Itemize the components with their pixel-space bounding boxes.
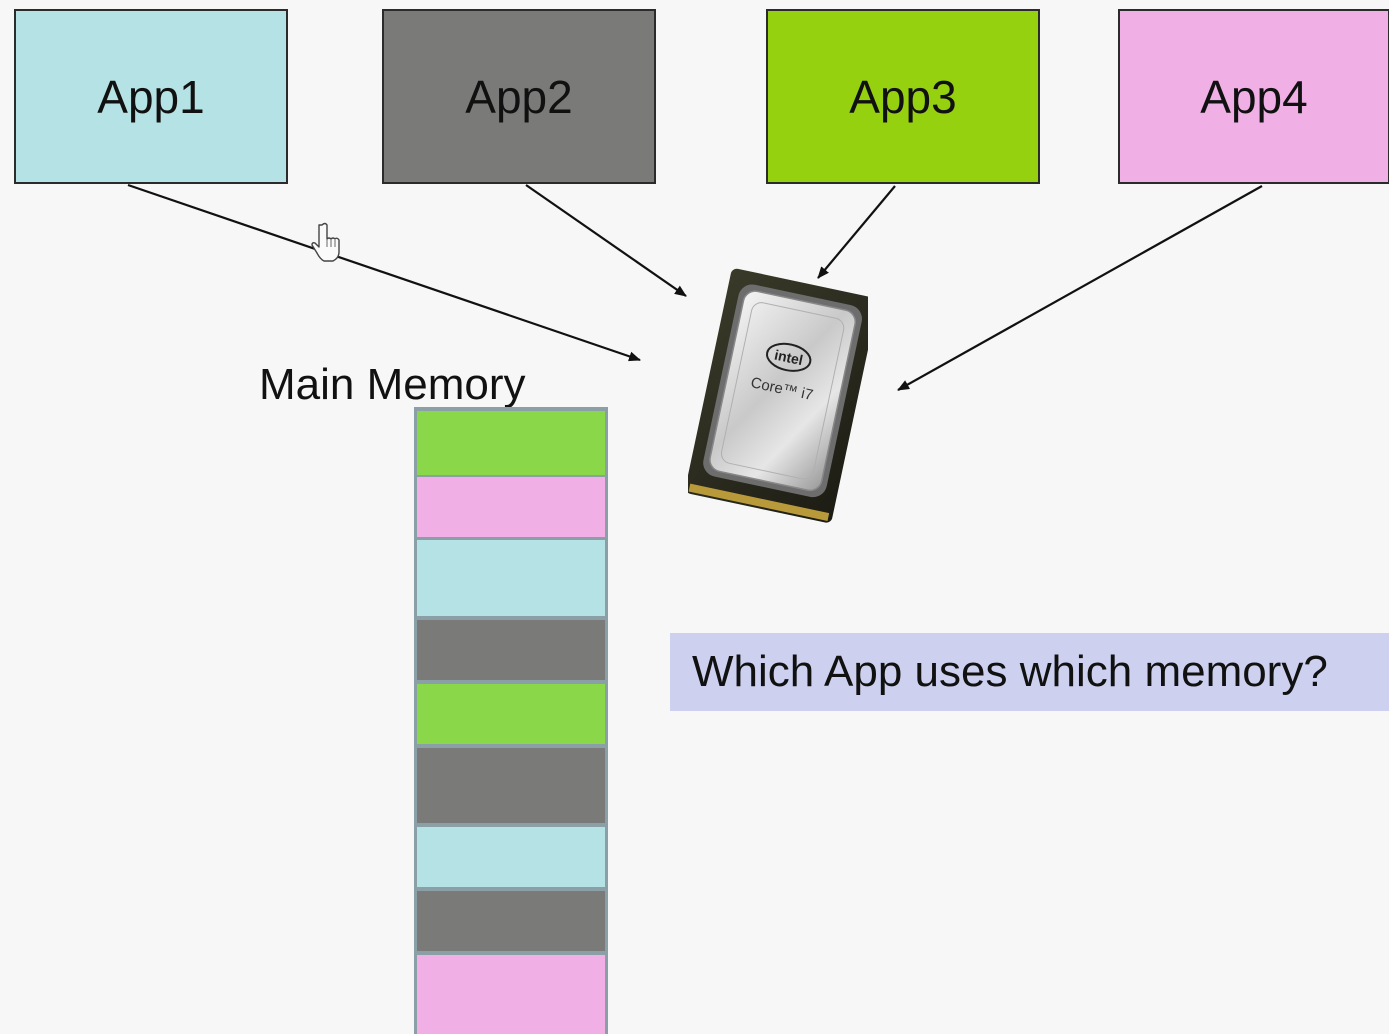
app4-box: App4	[1118, 9, 1389, 184]
app3-box: App3	[766, 9, 1040, 184]
app4-label: App4	[1200, 70, 1308, 123]
memory-block	[417, 684, 605, 744]
app1-box: App1	[14, 9, 288, 184]
memory-block	[417, 827, 605, 887]
memory-title: Main Memory	[259, 360, 526, 409]
memory-block	[417, 891, 605, 951]
cpu-chip-icon: intel Core™ i7	[685, 268, 878, 528]
question-text: Which App uses which memory?	[692, 647, 1328, 696]
app2-box: App2	[382, 9, 656, 184]
question-banner: Which App uses which memory?	[670, 633, 1389, 711]
memory-block	[417, 620, 605, 680]
memory-block	[417, 540, 605, 616]
memory-block	[417, 477, 605, 537]
arrow-app1-to-cpu	[127, 183, 641, 362]
cpu-brand-text: intel	[773, 347, 804, 369]
app2-label: App2	[465, 70, 573, 123]
memory-block	[417, 955, 605, 1034]
arrow-app3-to-cpu	[817, 185, 896, 279]
arrow-app2-to-cpu	[525, 184, 687, 297]
hand-pointer-icon	[311, 222, 340, 262]
arrow-app4-to-cpu	[897, 185, 1263, 391]
memory-block	[417, 411, 605, 475]
memory-stack	[414, 407, 608, 1034]
app1-label: App1	[97, 70, 205, 123]
memory-block	[417, 748, 605, 823]
app3-label: App3	[849, 70, 957, 123]
